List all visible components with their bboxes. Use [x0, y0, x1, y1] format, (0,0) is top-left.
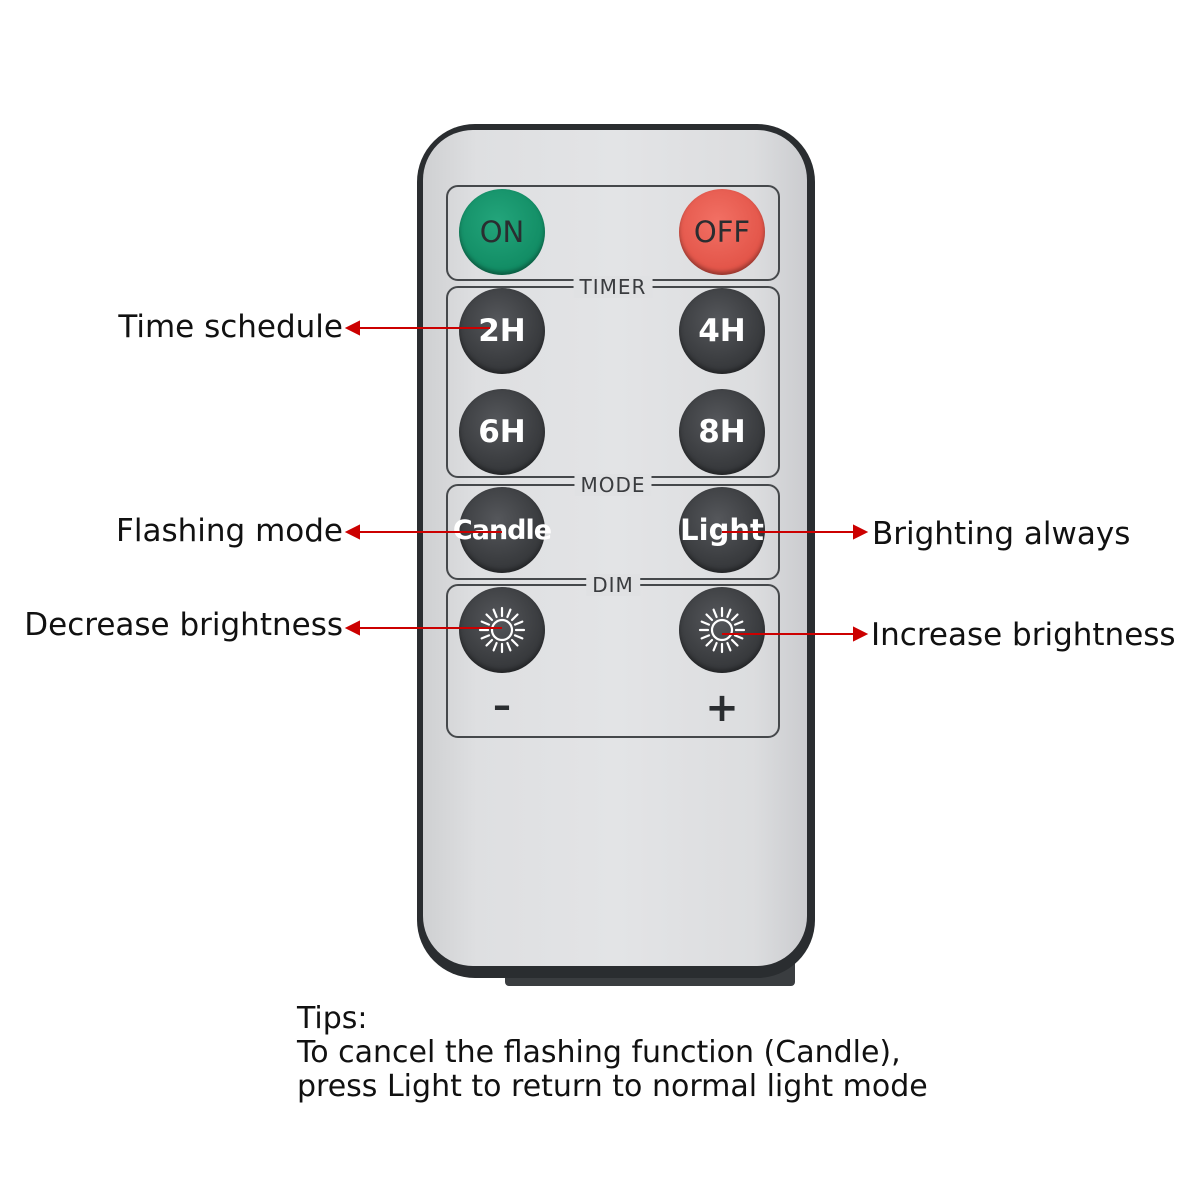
- sun-icon: [478, 606, 526, 654]
- timer-4h-button[interactable]: 4H: [679, 288, 765, 374]
- mode-section-label: MODE: [574, 474, 652, 496]
- dim-decrease-button[interactable]: [459, 587, 545, 673]
- on-button[interactable]: ON: [459, 189, 545, 275]
- callout-brighting-always: Brighting always: [872, 516, 1131, 552]
- sun-icon: [698, 606, 746, 654]
- timer-8h-button[interactable]: 8H: [679, 389, 765, 475]
- callout-time-schedule: Time schedule: [118, 309, 343, 345]
- timer-2h-button[interactable]: 2H: [459, 288, 545, 374]
- arrowhead-brighting-always: [853, 524, 869, 540]
- tips-line-2: press Light to return to normal light mo…: [297, 1069, 928, 1104]
- tips-heading: Tips:: [297, 1001, 368, 1036]
- callout-flashing-mode: Flashing mode: [116, 513, 343, 549]
- minus-sign: –: [493, 685, 511, 727]
- arrowhead-increase-brightness: [853, 626, 869, 642]
- off-button[interactable]: OFF: [679, 189, 765, 275]
- arrowhead-flashing-mode: [344, 524, 360, 540]
- timer-section-label: TIMER: [573, 276, 653, 298]
- callout-decrease-brightness: Decrease brightness: [24, 607, 343, 643]
- candle-button[interactable]: Candle: [453, 487, 552, 573]
- tips-block: Tips: To cancel the flashing function (C…: [297, 1002, 928, 1104]
- tips-line-1: To cancel the flashing function (Candle)…: [297, 1035, 901, 1070]
- arrowhead-time-schedule: [344, 320, 360, 336]
- callout-increase-brightness: Increase brightness: [871, 617, 1176, 653]
- dim-panel: DIM: [446, 574, 780, 738]
- arrowhead-decrease-brightness: [344, 620, 360, 636]
- timer-6h-button[interactable]: 6H: [459, 389, 545, 475]
- light-button[interactable]: Light: [679, 487, 765, 573]
- plus-sign: +: [705, 685, 739, 731]
- dim-increase-button[interactable]: [679, 587, 765, 673]
- dim-section-label: DIM: [586, 574, 640, 596]
